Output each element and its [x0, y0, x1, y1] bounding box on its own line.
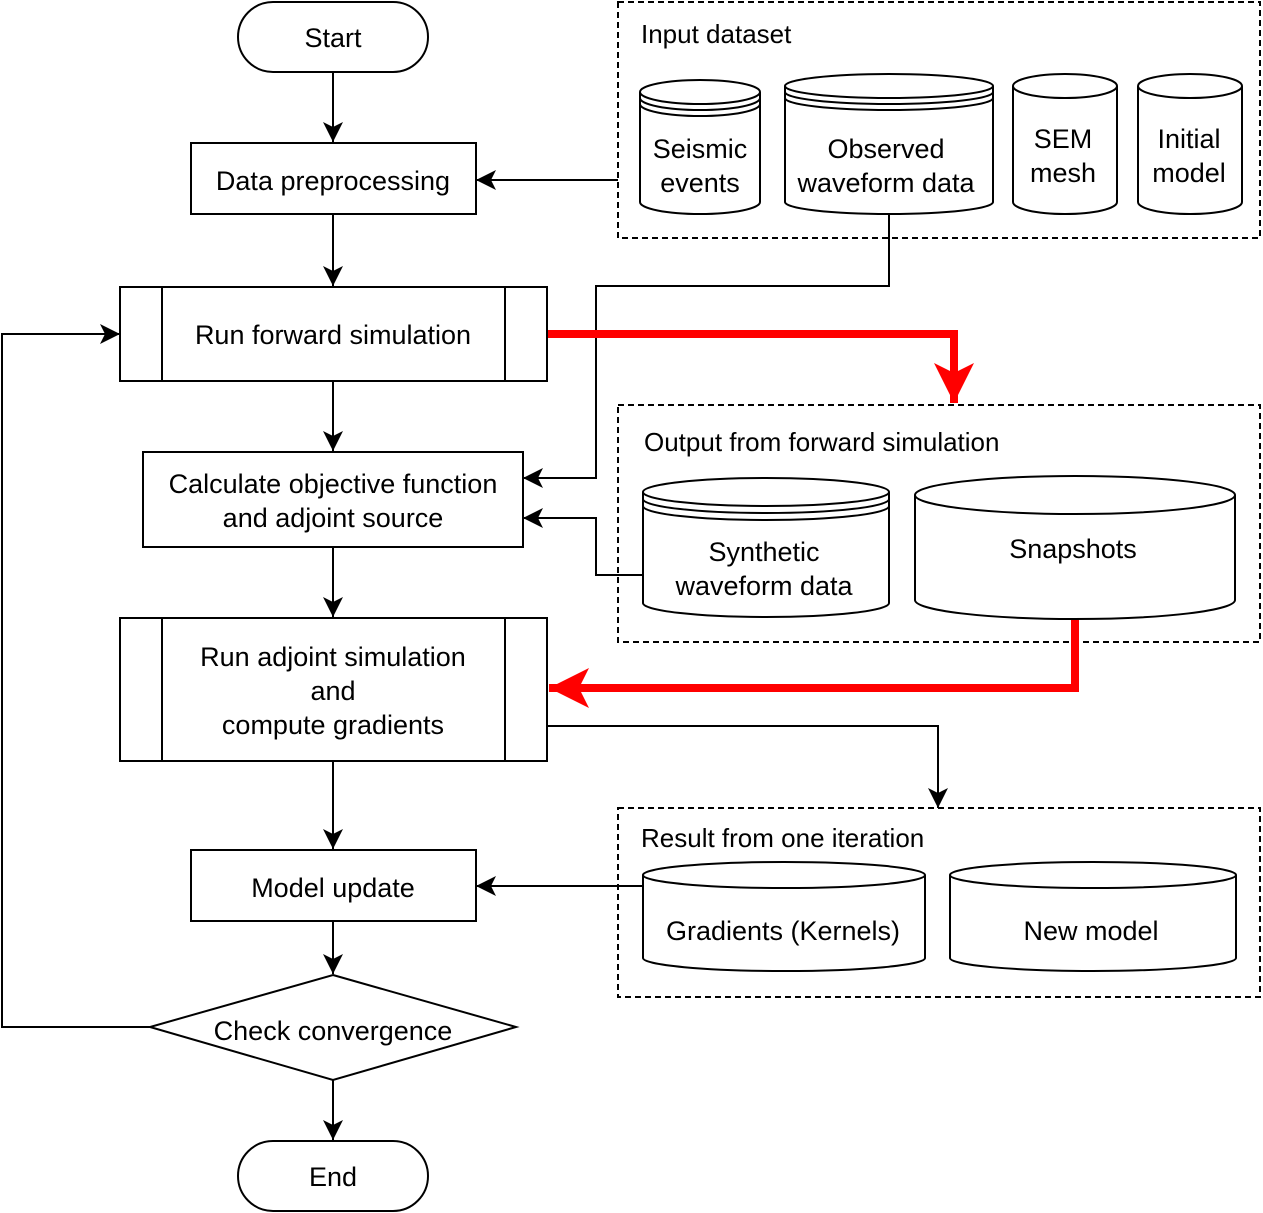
- seismic-events-label-line1: Seismic: [653, 134, 748, 164]
- data-preprocessing-box: [190, 142, 477, 215]
- arrow-observed-to-objective: [523, 214, 890, 488]
- start-label: Start: [304, 23, 362, 53]
- input-dataset-title: Input dataset: [641, 19, 792, 49]
- objective-function-label-line1: Calculate objective function: [169, 469, 498, 499]
- check-convergence-label: Check convergence: [214, 1016, 453, 1046]
- seismic-events-database: Seismic events: [639, 79, 761, 215]
- model-update-label: Model update: [251, 873, 415, 903]
- forward-simulation-box: [119, 286, 548, 382]
- initial-model-label-line1: Initial: [1157, 124, 1220, 154]
- red-arrow-snapshots-to-adjoint: [549, 618, 1079, 708]
- observed-waveform-database: Observed waveform data: [784, 73, 994, 215]
- sem-mesh-label-line2: mesh: [1030, 158, 1096, 188]
- objective-function-box: [142, 451, 524, 548]
- arrow-synthetic-to-objective: [523, 508, 643, 576]
- synthetic-waveform-label-line2: waveform data: [674, 571, 853, 601]
- new-model-label: New model: [1023, 916, 1158, 946]
- start-terminal: [237, 1, 429, 73]
- arrow-adjoint-to-result: [547, 725, 948, 808]
- new-model-database: New model: [949, 861, 1237, 972]
- seismic-events-label-line2: events: [660, 168, 740, 198]
- arrow-loop-back-to-forward: [1, 324, 150, 1028]
- red-arrow-forward-to-output: [547, 330, 974, 403]
- sem-mesh-database: SEM mesh: [1012, 73, 1118, 215]
- end-terminal: [237, 1140, 429, 1212]
- gradients-kernels-database: Gradients (Kernels): [642, 861, 926, 972]
- snapshots-database: Snapshots: [914, 475, 1236, 620]
- initial-model-label-line2: model: [1152, 158, 1226, 188]
- synthetic-waveform-label-line1: Synthetic: [708, 537, 819, 567]
- input-dataset-group: [617, 1, 1261, 239]
- objective-function-label-line2: and adjoint source: [223, 503, 444, 533]
- end-label: End: [309, 1162, 357, 1192]
- iteration-result-title: Result from one iteration: [641, 823, 924, 853]
- data-preprocessing-label: Data preprocessing: [216, 166, 450, 196]
- adjoint-simulation-label-line1: Run adjoint simulation: [200, 642, 466, 672]
- check-convergence-diamond: [146, 973, 520, 1082]
- gradients-kernels-label: Gradients (Kernels): [666, 916, 900, 946]
- observed-waveform-label-line2: waveform data: [796, 168, 975, 198]
- forward-output-group: [617, 404, 1261, 643]
- adjoint-simulation-box: [119, 617, 548, 762]
- sem-mesh-label-line1: SEM: [1034, 124, 1093, 154]
- synthetic-waveform-database: Synthetic waveform data: [642, 477, 890, 618]
- adjoint-simulation-label-line2: and: [310, 676, 355, 706]
- observed-waveform-label-line1: Observed: [827, 134, 944, 164]
- forward-output-title: Output from forward simulation: [644, 427, 999, 457]
- forward-simulation-label: Run forward simulation: [195, 320, 471, 350]
- snapshots-label: Snapshots: [1009, 534, 1137, 564]
- adjoint-simulation-label-line3: compute gradients: [222, 710, 444, 740]
- model-update-box: [190, 849, 477, 922]
- initial-model-database: Initial model: [1137, 73, 1243, 215]
